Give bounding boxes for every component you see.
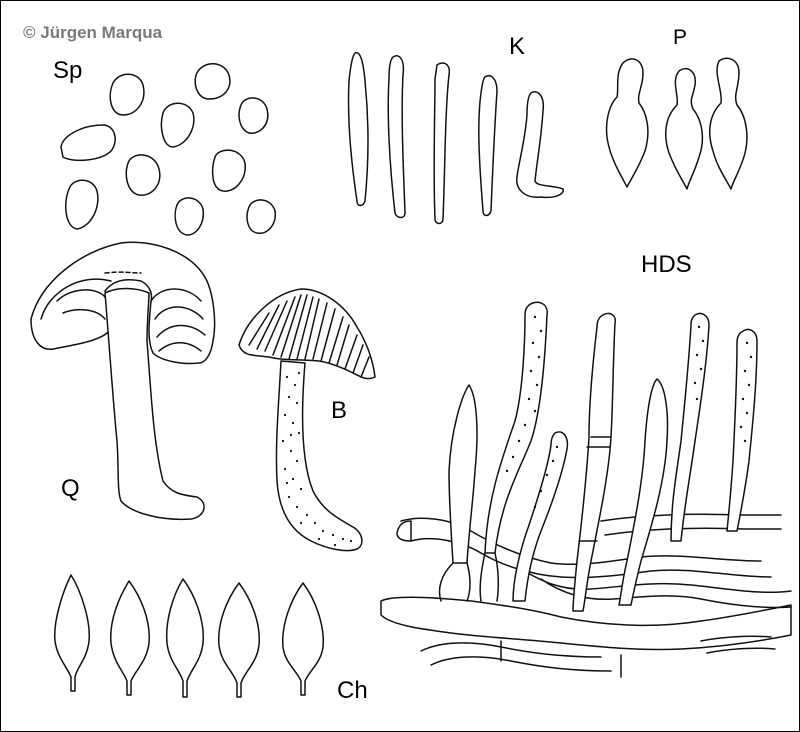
cheilocystidium [516,91,565,199]
label-pileipellis: HDS [641,251,692,278]
label-spores: Sp [53,57,83,84]
spore [194,63,231,100]
pileipellis-drawing [380,301,792,678]
cheilocystidia-group [347,51,565,225]
stipe [275,360,363,552]
spore [109,73,145,116]
caulocystidium [110,580,150,696]
label-fruitbody: B [331,397,348,424]
spore [60,124,116,162]
spore [238,97,269,134]
caulocystidium [165,578,204,698]
spore [174,197,205,236]
hair-cystidium [670,312,710,542]
fruitbody-drawing [238,288,376,552]
spore [160,102,195,148]
label-caulocystidia: Ch [337,677,368,704]
hair-cystidium [484,301,548,554]
cheilocystidium [478,75,498,217]
caulocystidium [282,582,324,696]
cap [238,288,376,380]
cheilocystidium [433,62,451,225]
stipe-section [104,287,205,521]
hair-cystidium [618,378,669,606]
copyright-text: © Jürgen Marqua [23,23,163,42]
pleurocystidium [605,58,649,188]
caulocystidia-group [54,574,324,698]
incrustation-dots [505,315,753,509]
caulocystidium [54,574,90,692]
label-pleurocystidia: P [673,26,688,49]
pleurocystidium [664,67,704,190]
label-section: Q [61,475,80,502]
section-drawing [30,241,216,521]
septate-hypha [572,312,617,612]
cheilocystidium [387,55,406,219]
spores-group [60,63,276,236]
pleurocystidium [708,57,748,190]
hair-cystidium [512,431,569,602]
label-cheilocystidia: K [509,33,526,60]
spore [125,154,161,196]
spore [211,149,246,192]
spore [246,199,276,234]
hair-cystidium [726,328,758,532]
stipe-punctations [281,371,353,547]
pleurocystidia-group [605,57,748,190]
cheilocystidium [347,51,369,207]
hair-cystidium [448,384,478,564]
spore [64,179,99,230]
caulocystidium [218,582,260,698]
